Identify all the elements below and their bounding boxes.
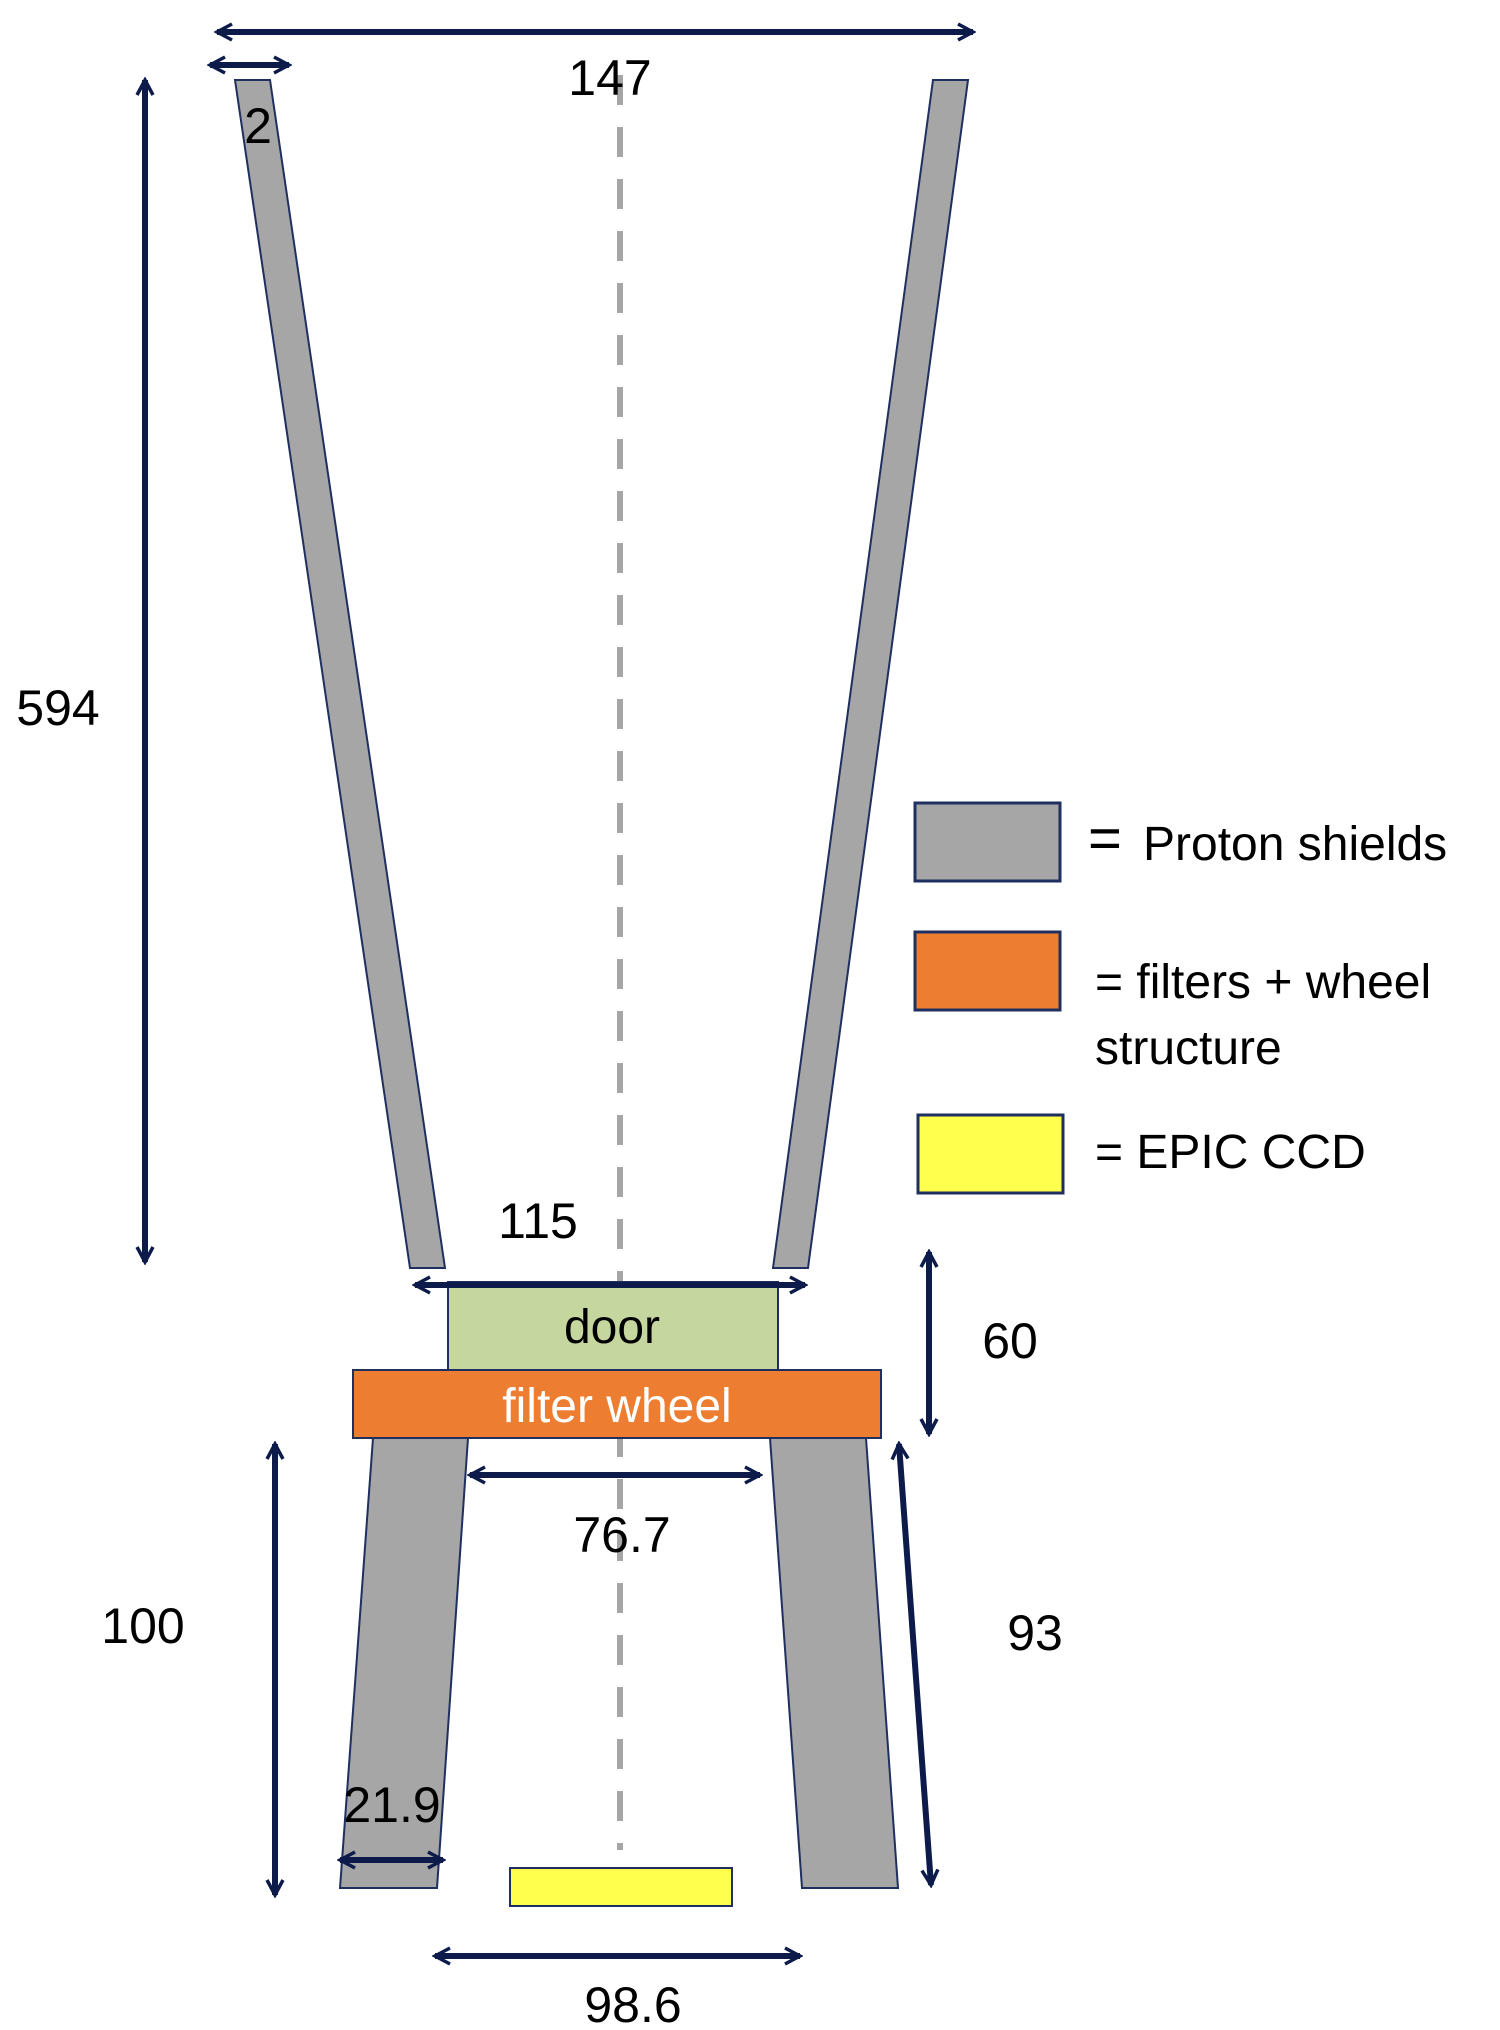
double-arrow-icon <box>899 1444 931 1885</box>
epic-ccd-block <box>509 1867 733 1907</box>
filter-wheel-block <box>352 1369 882 1439</box>
legend-label-filters-wheel: = filters + wheel <box>1095 956 1431 1009</box>
lower-right-proton-shield <box>768 1437 900 1889</box>
legend-label-epic-ccd: = EPIC CCD <box>1095 1126 1366 1179</box>
legend: = Proton shields = filters + wheel struc… <box>913 801 1447 1195</box>
dimension-lower-shield-length: 93 <box>1007 1605 1063 1661</box>
legend-swatch-proton-shields <box>913 801 1062 883</box>
dimension-lower-shield-thickness: 21.9 <box>343 1777 440 1833</box>
filter-wheel-label: filter wheel <box>502 1380 731 1433</box>
dimension-lower-inner-width: 76.7 <box>573 1507 670 1563</box>
upper-right-proton-shield <box>771 79 970 1269</box>
upper-left-proton-shield <box>233 79 447 1269</box>
dimension-lower-shield-height: 100 <box>101 1598 184 1654</box>
dimension-shield-thickness: 2 <box>244 98 272 154</box>
door-label: door <box>564 1301 660 1354</box>
dimension-door-opening-width: 115 <box>498 1193 578 1249</box>
legend-label-proton-shields: Proton shields <box>1143 818 1447 871</box>
legend-swatch-epic-ccd <box>916 1113 1065 1195</box>
dimension-door-wheel-height: 60 <box>982 1313 1038 1369</box>
legend-label-filters-wheel-line2: structure <box>1095 1022 1282 1075</box>
dimension-upper-shield-height: 594 <box>16 680 99 736</box>
legend-swatch-filters-wheel <box>913 930 1062 1012</box>
dimension-ccd-spacing-width: 98.6 <box>584 1977 681 2030</box>
dimension-top-width: 147 <box>568 50 651 106</box>
legend-equals-sign: = <box>1088 806 1122 871</box>
lower-left-proton-shield <box>338 1437 470 1889</box>
